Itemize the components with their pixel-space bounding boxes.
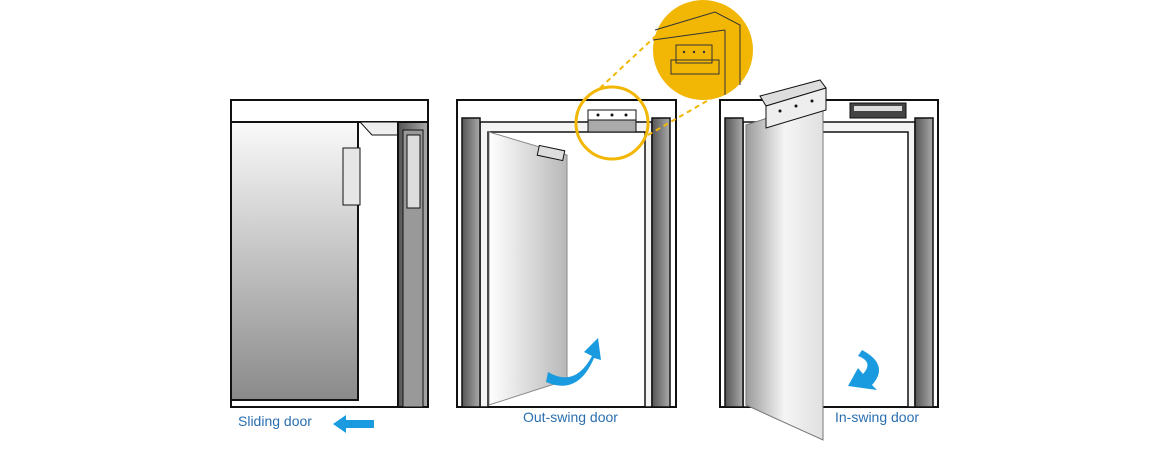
magnified-lock-detail	[652, 0, 753, 100]
sliding-door-panel	[230, 121, 359, 401]
sliding-arrow-left-icon	[333, 415, 374, 433]
magnetic-lock	[406, 134, 421, 209]
in-swing-arrow-icon	[848, 350, 880, 390]
in-swing-door-label: In-swing door	[835, 409, 920, 425]
out-swing-door-label: Out-swing door	[523, 409, 618, 425]
in-swing-door-illustration	[719, 79, 939, 441]
out-swing-door-illustration	[456, 0, 753, 408]
out-swing-arrow-icon	[546, 338, 601, 386]
sliding-door-label: Sliding door	[238, 413, 312, 429]
armature-plate	[342, 147, 361, 206]
zoom-highlight-circle	[574, 85, 650, 161]
in-swing-door-panel	[745, 99, 824, 441]
sliding-door-illustration	[230, 99, 429, 408]
out-swing-door-panel	[488, 131, 568, 406]
